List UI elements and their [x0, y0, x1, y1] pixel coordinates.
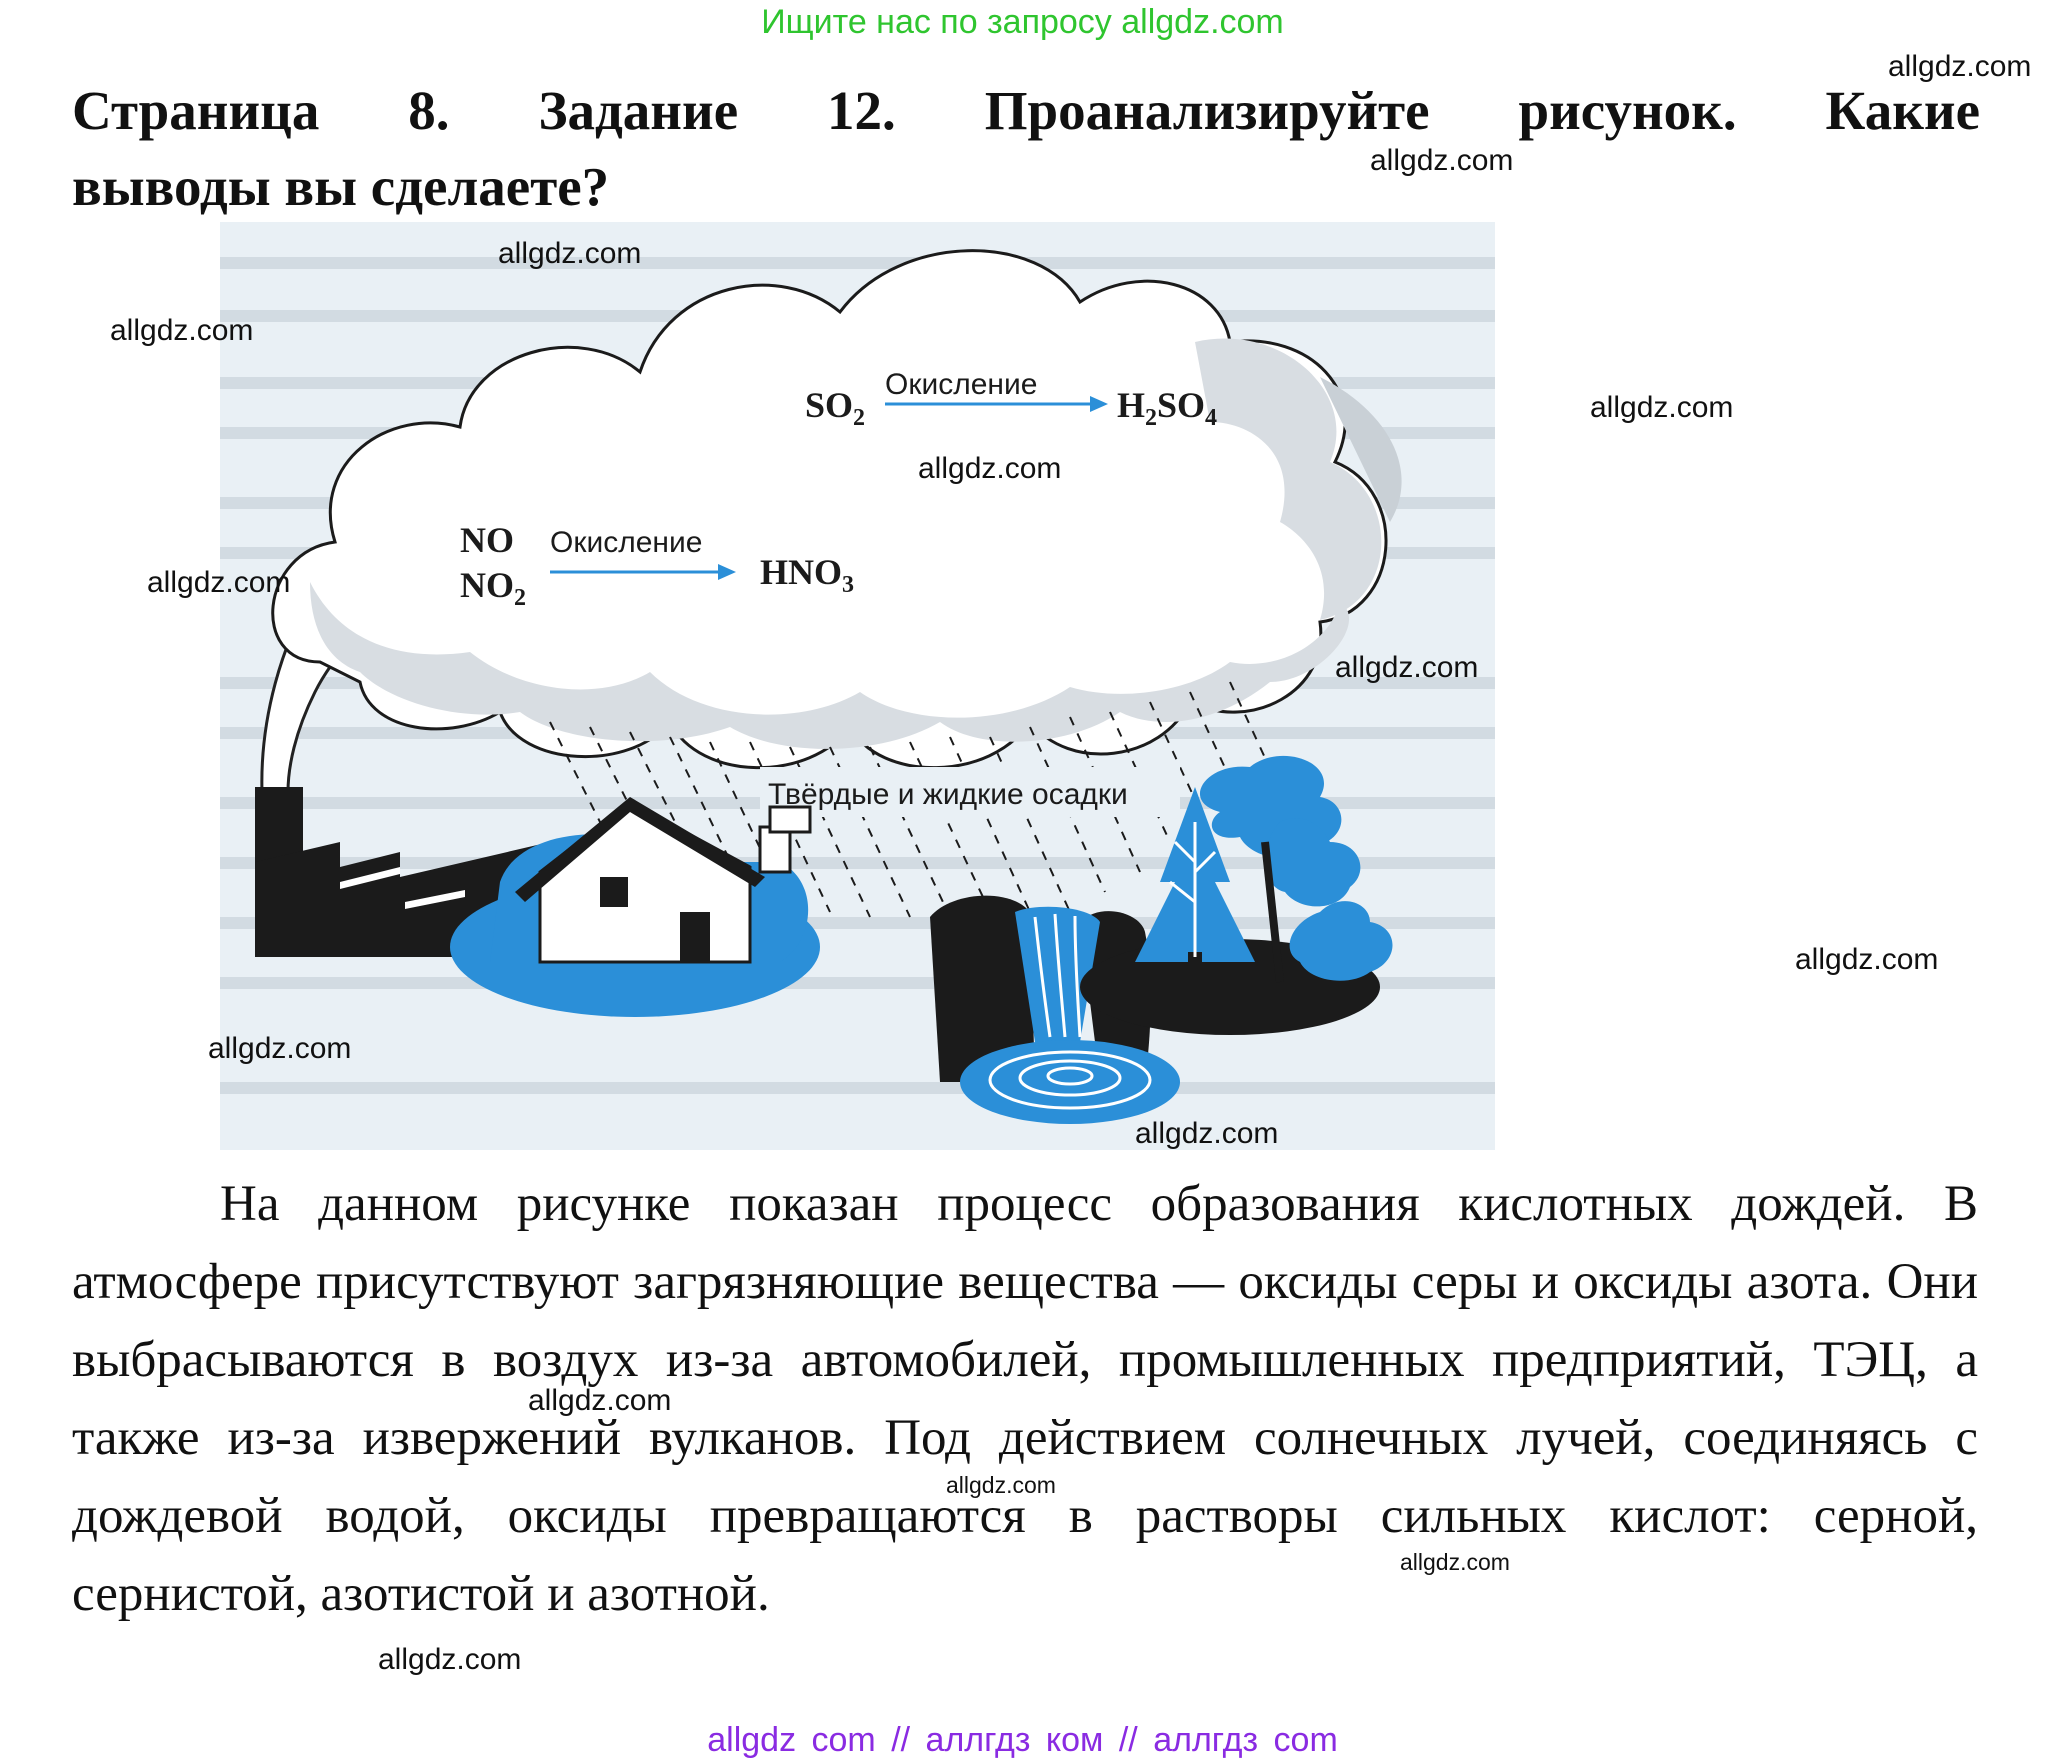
waterfall — [930, 895, 1180, 1124]
watermark: allgdz.com — [1400, 1549, 1510, 1575]
watermark: allgdz.com — [147, 566, 291, 599]
watermark: allgdz.com — [528, 1384, 672, 1417]
acid-rain-figure: SO2 Окисление H2SO4 NO NO2 Окисление HNO… — [220, 222, 1495, 1150]
watermark: allgdz.com — [1370, 144, 1514, 177]
precipitation-label: Твёрдые и жидкие осадки — [768, 778, 1128, 811]
trees — [1080, 755, 1393, 1035]
watermark: allgdz.com — [1795, 943, 1939, 976]
watermark: allgdz.com — [1335, 651, 1479, 684]
watermark: allgdz.com — [498, 237, 642, 270]
cloud — [271, 249, 1402, 770]
watermark: allgdz.com — [1888, 50, 2032, 83]
reactant-so2: SO2 — [805, 385, 865, 431]
reaction-sulfur: SO2 Окисление H2SO4 — [805, 368, 1217, 431]
reactant-no: NO — [460, 520, 514, 560]
product-hno3: HNO3 — [760, 552, 854, 598]
task-heading: Страница 8. Задание 12. Проанализируйте … — [72, 80, 1980, 141]
arrow-1-head — [1090, 396, 1108, 412]
precipitation-label-bg — [760, 767, 1180, 817]
watermark: allgdz.com — [110, 314, 254, 347]
watermark: allgdz.com — [1135, 1117, 1279, 1150]
oxidation-label-2: Окисление — [550, 526, 702, 559]
watermark: allgdz.com — [208, 1032, 352, 1065]
watermark: allgdz.com — [946, 1472, 1056, 1498]
reaction-nitrogen: NO NO2 Окисление HNO3 — [460, 520, 854, 611]
top-banner: Ищите нас по запросу allgdz.com — [761, 3, 1284, 41]
watermark: allgdz.com — [918, 452, 1062, 485]
oxidation-label-1: Окисление — [885, 368, 1037, 401]
footer-links[interactable]: allgdz com // аллгдз ком // аллгдз com — [707, 1721, 1338, 1759]
product-h2so4: H2SO4 — [1117, 385, 1217, 431]
answer-text: На данном рисунке показан процесс образо… — [72, 1176, 1978, 1622]
reactant-no2: NO2 — [460, 565, 526, 611]
task-heading-line2: выводы вы сделаете? — [72, 156, 610, 217]
watermark: allgdz.com — [1590, 391, 1734, 424]
watermark: allgdz.com — [378, 1643, 522, 1676]
arrow-2-head — [718, 564, 736, 580]
house — [450, 797, 820, 1017]
